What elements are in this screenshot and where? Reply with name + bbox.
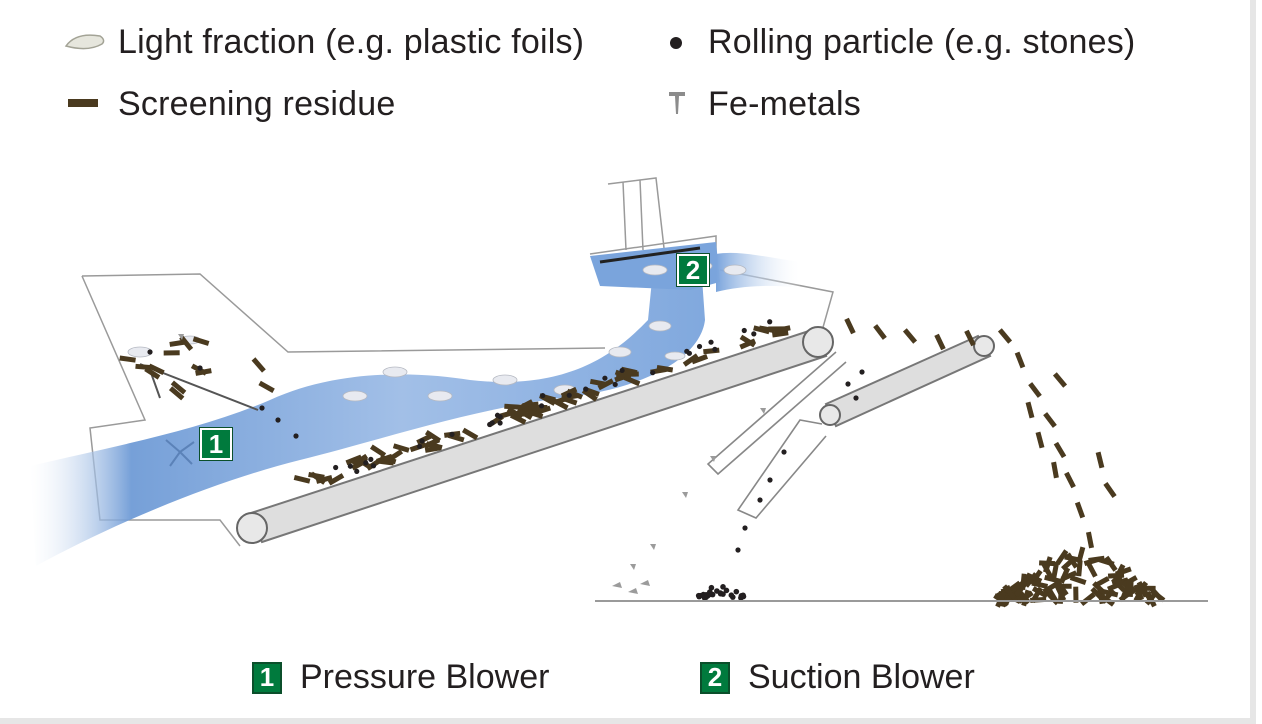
leaf-icon <box>62 22 110 62</box>
bar-icon <box>62 84 110 124</box>
main-conveyor <box>236 326 834 544</box>
chutes <box>706 351 847 519</box>
suction-screen <box>599 246 701 264</box>
caption-suction-blower-label: Suction Blower <box>748 658 975 696</box>
caption-badge-one: 1 <box>252 661 282 694</box>
rolling-particles <box>147 319 865 601</box>
nail-icon <box>656 84 700 124</box>
caption-suction-blower: 2 Suction Blower <box>700 658 975 697</box>
light-fraction-particles <box>127 260 747 402</box>
legend-fe-metals: Fe-metals <box>656 84 861 124</box>
legend-rolling-particle: Rolling particle (e.g. stones) <box>656 22 1135 62</box>
air-flow <box>30 242 800 566</box>
suction-blower-marker-number: 2 <box>685 254 701 285</box>
dot-icon <box>656 22 700 62</box>
windsifter-diagram <box>30 177 1208 608</box>
secondary-conveyor <box>819 334 995 428</box>
caption-pressure-blower-label: Pressure Blower <box>300 658 550 696</box>
pressure-blower-marker: 1 <box>199 427 233 461</box>
legend-light-fraction: Light fraction (e.g. plastic foils) <box>62 22 584 62</box>
pressure-blower-marker-number: 1 <box>208 428 224 459</box>
legend-rolling-particle-label: Rolling particle (e.g. stones) <box>708 22 1136 61</box>
fe-metal-particles <box>178 334 766 594</box>
screening-residue-particles <box>119 317 1166 608</box>
fan-icon <box>165 439 195 467</box>
caption-badge-two: 2 <box>700 661 730 694</box>
caption-pressure-blower: 1 Pressure Blower <box>252 658 549 697</box>
legend-light-fraction-label: Light fraction (e.g. plastic foils) <box>118 22 585 61</box>
legend-fe-metals-label: Fe-metals <box>708 84 861 123</box>
legend-screening-residue: Screening residue <box>62 84 395 124</box>
legend-screening-residue-label: Screening residue <box>118 84 396 123</box>
suction-blower-marker: 2 <box>676 253 710 287</box>
